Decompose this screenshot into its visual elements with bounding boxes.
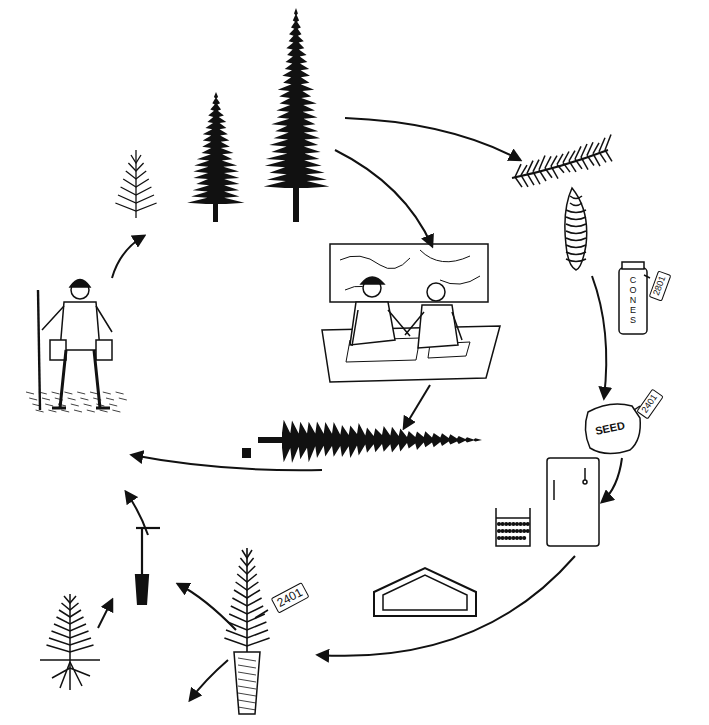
cone-tag-number: 2801 (649, 270, 672, 301)
planting-shovel (136, 528, 160, 604)
seed-cone (565, 188, 587, 270)
to-sapling-arrow (112, 236, 144, 278)
stump (242, 448, 251, 458)
medium-tree (187, 92, 244, 204)
container-seedling (224, 548, 269, 714)
bare-root-seedling (40, 594, 100, 690)
to-planning-arrow (335, 150, 432, 246)
to-planter-arrow (126, 492, 148, 535)
young-sapling (115, 150, 156, 218)
cone-container-label: CONES (629, 276, 638, 325)
to-harvest-arrow (404, 385, 430, 428)
tree-trunk (293, 185, 299, 222)
to-shovel-arrow (178, 584, 236, 630)
cone-branch (512, 135, 612, 188)
to-planting-arrow (98, 600, 112, 628)
large-tree (264, 8, 330, 188)
tree-trunk (213, 200, 218, 222)
to-planter-arrow (132, 455, 322, 470)
tag-string (255, 610, 268, 618)
cone-container (619, 262, 647, 334)
seedling-tag-number: 2401 (271, 582, 310, 613)
seed-bag (585, 404, 640, 454)
to-storage-arrow (602, 458, 622, 502)
to-seed-arrow (592, 276, 606, 398)
tag-string (644, 275, 650, 278)
soaking-beaker (496, 508, 530, 546)
tree-planter (26, 280, 127, 419)
seed-tag-number: 2401 (636, 389, 663, 420)
to-bare-root-arrow (190, 660, 228, 700)
planners-at-map-table (322, 244, 500, 382)
refrigerator (547, 458, 599, 546)
to-cone-arrow (345, 118, 520, 160)
felled-tree (258, 420, 482, 463)
greenhouse (374, 568, 476, 616)
to-seedling-arrow (318, 556, 575, 656)
